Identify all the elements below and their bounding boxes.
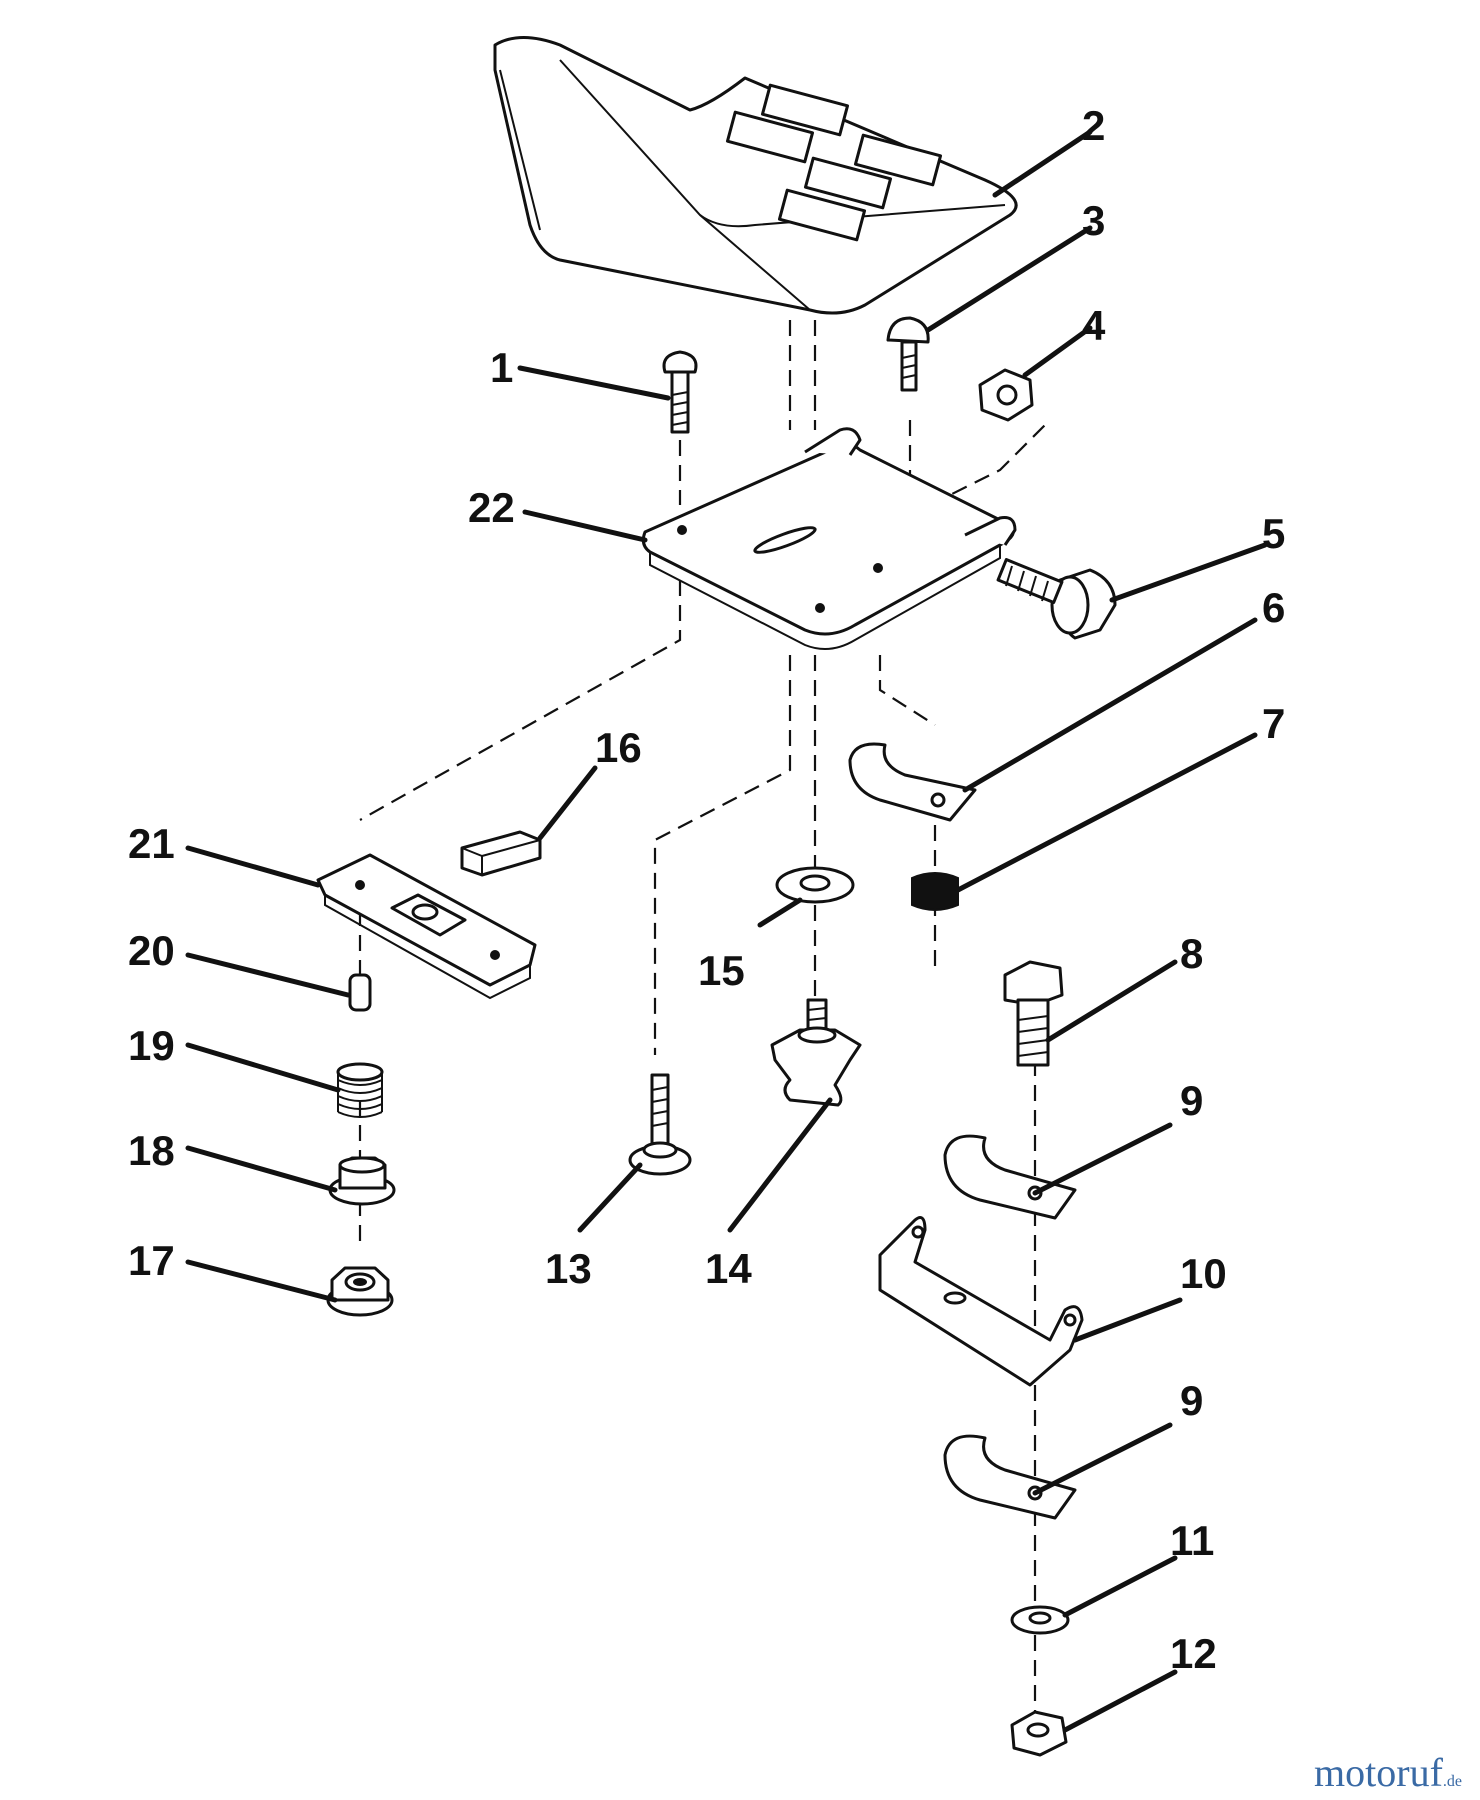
callout-6: 6 xyxy=(1262,584,1285,631)
assembly-lines xyxy=(358,320,1051,1750)
callout-9-upper: 9 xyxy=(1180,1077,1203,1124)
watermark-name: motoruf xyxy=(1314,1750,1443,1795)
callout-22: 22 xyxy=(468,484,515,531)
callout-1: 1 xyxy=(490,344,513,391)
flat-washer-lower xyxy=(1010,1605,1070,1635)
callout-10: 10 xyxy=(1180,1250,1227,1297)
callout-16: 16 xyxy=(595,724,642,771)
callout-17: 17 xyxy=(128,1237,175,1284)
nut-upper xyxy=(911,872,959,911)
callout-20: 20 xyxy=(128,927,175,974)
hex-bolt-side xyxy=(996,558,1117,640)
adjustment-knob xyxy=(770,998,862,1107)
hex-nut-top xyxy=(978,368,1034,422)
seat xyxy=(493,36,1018,315)
seat-mount-plate xyxy=(641,427,1017,650)
nut-lower xyxy=(1010,1710,1068,1757)
callout-2: 2 xyxy=(1082,102,1105,149)
watermark-logo: motoruf.de xyxy=(1314,1749,1462,1796)
callout-9-lower: 9 xyxy=(1180,1377,1203,1424)
mounting-bracket xyxy=(878,1216,1084,1387)
callout-4: 4 xyxy=(1082,302,1106,349)
pin xyxy=(348,973,372,1012)
callout-11: 11 xyxy=(1170,1517,1214,1564)
callout-21: 21 xyxy=(128,820,175,867)
callout-19: 19 xyxy=(128,1022,175,1069)
clamp-clip-middle xyxy=(943,1134,1077,1220)
flat-washer-upper xyxy=(775,866,855,904)
callout-13: 13 xyxy=(545,1245,592,1292)
callout-5: 5 xyxy=(1262,510,1285,557)
callout-14: 14 xyxy=(705,1245,752,1292)
flange-nut-lower xyxy=(326,1266,394,1317)
callout-18: 18 xyxy=(128,1127,175,1174)
rubber-block xyxy=(460,830,542,877)
callout-12: 12 xyxy=(1170,1630,1217,1677)
callout-15: 15 xyxy=(698,947,745,994)
callout-8: 8 xyxy=(1180,930,1203,977)
clamp-clip-upper xyxy=(848,742,977,822)
callout-numbers: 1 2 3 4 5 6 7 8 9 10 9 11 12 13 14 15 16… xyxy=(128,102,1285,1677)
carriage-bolt xyxy=(662,350,698,434)
flange-nut-upper xyxy=(328,1156,396,1206)
seat-grip-pads xyxy=(725,83,943,242)
round-head-bolt xyxy=(886,316,930,392)
watermark-suffix: .de xyxy=(1442,1773,1462,1790)
callout-3: 3 xyxy=(1082,197,1105,244)
spring xyxy=(336,1062,384,1118)
clamp-clip-lower xyxy=(943,1434,1077,1520)
hex-bolt-large xyxy=(1003,960,1064,1067)
flange-bolt xyxy=(628,1073,692,1176)
leader-lines xyxy=(185,129,1268,1733)
latch-plate xyxy=(316,853,537,1000)
callout-7: 7 xyxy=(1262,700,1285,747)
